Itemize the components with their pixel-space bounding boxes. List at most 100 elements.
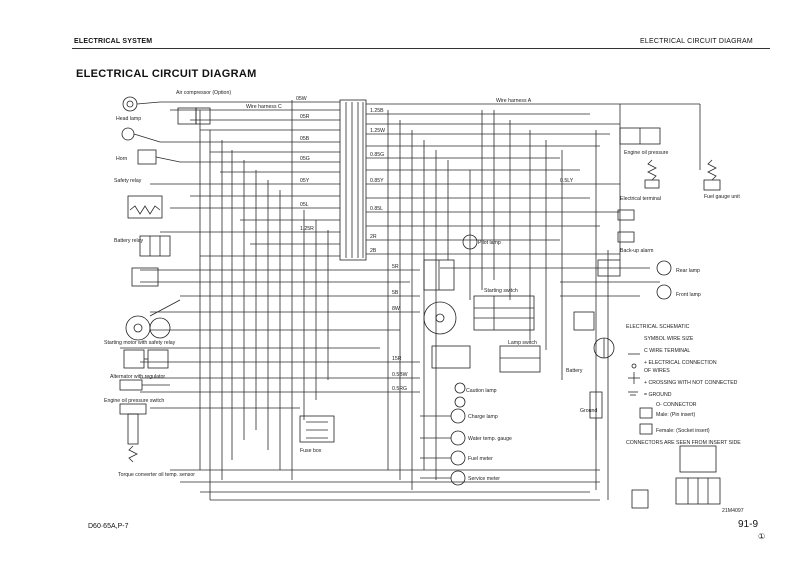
label-ground: Ground — [580, 408, 597, 414]
label-backup-alarm: Back-up alarm — [620, 248, 653, 254]
label-fuse-box: Fuse box — [300, 448, 322, 454]
label-fuel-gauge: Fuel gauge unit — [704, 194, 740, 200]
diagram-title: ELECTRICAL CIRCUIT DIAGRAM — [76, 68, 257, 80]
label-rear-lamp: Rear lamp — [676, 268, 700, 274]
component-starting-motor — [125, 299, 181, 341]
component-fuse-box — [299, 415, 335, 443]
wire-code: 2B — [370, 248, 377, 254]
component-lamp-switch — [431, 345, 541, 373]
wire-code: 05W — [296, 96, 307, 102]
header-section-title: ELECTRICAL SYSTEM — [74, 38, 153, 45]
wire-code: 05Y — [300, 178, 310, 184]
wire-code: 8W — [392, 306, 400, 312]
label-battery-relay: Battery relay — [114, 238, 144, 244]
component-connector-a — [423, 259, 455, 291]
legend-item: = GROUND — [644, 392, 672, 398]
legend-heading: ELECTRICAL SCHEMATIC — [626, 324, 690, 330]
legend-item: Male: (Pin insert) — [656, 412, 695, 418]
component-alternator — [119, 379, 170, 391]
wire-code: 05L — [300, 202, 309, 208]
label-horn: Horn — [116, 156, 127, 162]
component-oil-sensor — [119, 403, 147, 463]
label-caution-lamp: Caution lamp — [466, 388, 497, 394]
label-head-lamp: Head lamp — [116, 116, 141, 122]
wire-code: 1.25B — [370, 108, 384, 114]
label-oil-sensor: Engine oil pressure switch — [104, 398, 164, 404]
legend-symbols — [628, 353, 721, 509]
component-sensor-coil-2 — [703, 159, 721, 191]
wire-code: 2R — [370, 234, 377, 240]
legend: ELECTRICAL SCHEMATIC SYMBOL WIRE SIZE C … — [626, 324, 744, 514]
wire-code: 05B — [300, 136, 310, 142]
label-safety-relay: Safety relay — [114, 178, 142, 184]
component-meters — [420, 234, 478, 486]
label-starting-motor: Starting motor with safety relay — [104, 340, 176, 346]
legend-item: OF WIRES — [644, 368, 670, 374]
component-right-relay — [619, 127, 661, 145]
component-backup-alarm — [617, 209, 635, 243]
footer-model: D60·65A,P-7 — [88, 523, 129, 530]
wire-code: 0.5RG — [392, 386, 407, 392]
wire-code: 1.25R — [300, 226, 314, 232]
legend-item: SYMBOL WIRE SIZE — [644, 336, 694, 342]
wire-code: 05G — [300, 156, 310, 162]
component-battery-relay — [573, 311, 615, 359]
wire-codes: 05W 05R 05B 05G 05Y 05L 1.25R 1.25B 1.25… — [296, 96, 574, 392]
component-horn-right — [589, 391, 603, 440]
label-air-compressor: Air compressor (Option) — [176, 90, 231, 96]
legend-item: C WIRE TERMINAL — [644, 348, 690, 354]
label-wire-harness-a: Wire harness A — [496, 98, 532, 104]
label-starting-switch: Starting switch — [484, 288, 518, 294]
label-alternator: Alternator with regulator — [110, 374, 165, 380]
header-page-title: ELECTRICAL CIRCUIT DIAGRAM — [640, 38, 753, 45]
wire-code: 0.5LY — [560, 178, 574, 184]
wires-vertical — [199, 100, 609, 500]
wire-code: 0.85Y — [370, 178, 384, 184]
component-switch-1 — [137, 149, 181, 165]
legend-part-no: 21M4097 — [722, 508, 744, 514]
label-front-lamp: Front lamp — [676, 292, 701, 298]
legend-item: + CROSSING WITH NOT CONNECTED — [644, 380, 738, 386]
wire-code: 1.25W — [370, 128, 385, 134]
legend-item: O- CONNECTOR — [656, 402, 697, 408]
legend-item: Female: (Socket insert) — [656, 428, 710, 434]
component-head-lamp — [122, 96, 161, 112]
label-oil-pressure: Engine oil pressure — [624, 150, 669, 156]
component-air-compressor — [177, 107, 211, 125]
component-caution-lamp — [454, 382, 466, 408]
legend-connectors-heading: CONNECTORS ARE SEEN FROM INSERT SIDE — [626, 440, 741, 446]
component-horn — [121, 127, 161, 143]
wire-code: 0.5BW — [392, 372, 408, 378]
header-rule — [72, 48, 770, 49]
footer-page-number: 91-9 — [738, 519, 759, 530]
label-fuel-meter: Fuel meter — [468, 456, 493, 462]
wire-code: 05R — [300, 114, 310, 120]
component-sensor-coil-1 — [644, 159, 660, 189]
wires-right — [366, 103, 701, 297]
label-charge-lamp: Charge lamp — [468, 414, 498, 420]
label-service-meter: Service meter — [468, 476, 500, 482]
component-resistor — [127, 195, 163, 219]
wire-code: 0.85G — [370, 152, 384, 158]
component-rear-lamp — [597, 259, 672, 300]
wires-left — [120, 101, 600, 501]
label-water-temp: Water temp. gauge — [468, 436, 512, 442]
component-relay — [131, 235, 171, 287]
label-torque-conv: Torque converter oil temp. sensor — [118, 472, 195, 478]
label-wire-harness-c: Wire harness C — [246, 104, 282, 110]
label-electric-terminal: Electrical terminal — [620, 196, 661, 202]
component-starting-switch — [423, 295, 535, 335]
label-pilot-lamp: Pilot lamp — [478, 240, 501, 246]
main-harness — [339, 99, 367, 261]
footer-revision-mark: ① — [758, 532, 766, 541]
label-battery: Battery — [566, 368, 583, 374]
legend-item: + ELECTRICAL CONNECTION — [644, 360, 717, 366]
component-labels: Air compressor (Option) Wire harness C W… — [104, 90, 740, 482]
component-battery — [123, 349, 169, 369]
wire-code: 5R — [392, 264, 399, 270]
wire-code: 5B — [392, 290, 399, 296]
wire-code: 0.85L — [370, 206, 383, 212]
wire-code: 15R — [392, 356, 402, 362]
label-lamp-switch: Lamp switch — [508, 340, 537, 346]
